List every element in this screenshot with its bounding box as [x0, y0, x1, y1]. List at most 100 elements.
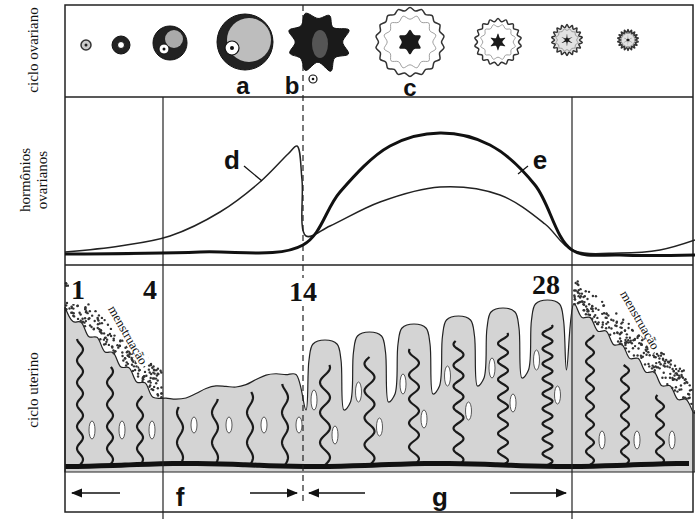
menstrual-dot [671, 387, 673, 389]
phase-arrows [72, 493, 566, 494]
released-oocyte [309, 75, 317, 83]
menstrual-dot [576, 280, 578, 282]
menstrual-dot [91, 314, 93, 316]
menstrual-dot [103, 332, 105, 334]
endometrium [65, 280, 695, 472]
menstrual-dot [688, 393, 690, 395]
hormone-letter: d [224, 147, 240, 173]
menstrual-dot [614, 324, 616, 326]
menstrual-dot [648, 365, 650, 367]
phase-label: menstruação [105, 302, 151, 369]
menstrual-dot [660, 354, 662, 356]
spiral-artery [212, 399, 218, 465]
spiral-artery [543, 325, 553, 465]
ruptured-follicle [289, 13, 349, 71]
uterine-gland [377, 418, 383, 436]
menstrual-dot [583, 304, 585, 306]
menstrual-dot [106, 338, 108, 340]
leader-line [518, 166, 528, 174]
menstrual-dot [93, 320, 95, 322]
menstrual-dot [587, 310, 589, 312]
menstrual-dot [103, 319, 105, 321]
menstrual-dot [583, 301, 585, 303]
menstrual-dot [103, 338, 105, 340]
menstrual-dot [628, 350, 630, 352]
menstrual-dot [585, 305, 587, 307]
menstrual-dot [616, 321, 618, 323]
menstrual-dot [634, 345, 636, 347]
menstrual-dot [66, 302, 68, 304]
menstrual-dot [133, 365, 135, 367]
menstrual-dot [658, 361, 660, 363]
menstrual-dot [152, 389, 154, 391]
spiral-artery [586, 335, 594, 465]
menstrual-dot [156, 393, 158, 395]
menstrual-dot [667, 361, 669, 363]
spiral-artery [656, 395, 664, 465]
menstrual-dot [644, 363, 646, 365]
menstrual-dot [153, 369, 155, 371]
menstrual-dot [638, 334, 640, 336]
menstrual-dot [649, 354, 651, 356]
menstrual-dot [121, 355, 123, 357]
menstrual-dot [124, 357, 126, 359]
menstrual-dot [616, 331, 618, 333]
menstrual-dot [675, 386, 677, 388]
menstrual-dot [603, 304, 605, 306]
menstrual-dot [601, 301, 603, 303]
menstrual-dot [652, 354, 654, 356]
menstrual-dot [71, 312, 73, 314]
menstrual-dot [631, 329, 633, 331]
phase-letter: g [430, 484, 450, 510]
phase-label: menstruação [617, 287, 663, 354]
leader-line [244, 166, 262, 181]
menstrual-dot [640, 343, 642, 345]
menstrual-dot [660, 352, 662, 354]
menstrual-dot [626, 336, 628, 338]
menstrual-dot [615, 312, 617, 314]
menstrual-dot [127, 354, 129, 356]
menstrual-dot [621, 321, 623, 323]
row-label: ciclo uterino [26, 352, 41, 427]
uterine-gland [599, 431, 605, 449]
menstrual-dot [634, 338, 636, 340]
menstrual-dot [669, 366, 671, 368]
menstrual-dot [653, 371, 655, 373]
menstrual-dot [583, 309, 585, 311]
phase-arrow [309, 492, 365, 494]
menstrual-dot [622, 319, 624, 321]
menstrual-dot [645, 354, 647, 356]
corpus-luteum [475, 19, 521, 66]
menstrual-dot [68, 307, 70, 309]
menstrual-dot [603, 312, 605, 314]
menstrual-dot [588, 291, 590, 293]
menstrual-dot [76, 305, 78, 307]
day-number: 28 [530, 271, 562, 299]
uterine-gland [149, 421, 155, 439]
menstrual-dot [105, 341, 107, 343]
menstrual-dot [582, 309, 584, 311]
menstrual-dot [659, 367, 661, 369]
menstrual-dot [647, 363, 649, 365]
uterine-gland [489, 358, 495, 378]
corpus-luteum-cells [556, 29, 578, 51]
menstrual-dot [574, 282, 576, 284]
menstrual-dot [604, 316, 606, 318]
menstrual-dot [678, 377, 680, 379]
menstrual-dot [597, 309, 599, 311]
menstrual-dot [640, 343, 642, 345]
menstrual-dot [637, 335, 639, 337]
oocyte-dot [85, 44, 88, 47]
menstrual-dot [620, 343, 622, 345]
menstrual-dot [682, 396, 684, 398]
menstrual-dot [640, 344, 642, 346]
uterine-gland [296, 417, 302, 433]
menstrual-dot [119, 340, 121, 342]
ovulation-line [302, 5, 303, 505]
estrogen-curve [65, 146, 695, 254]
menstrual-dot [632, 347, 634, 349]
menstrual-dot [666, 365, 668, 367]
menstrual-dot [594, 314, 596, 316]
phase-arrow [510, 492, 566, 494]
menstrual-dot [689, 397, 691, 399]
